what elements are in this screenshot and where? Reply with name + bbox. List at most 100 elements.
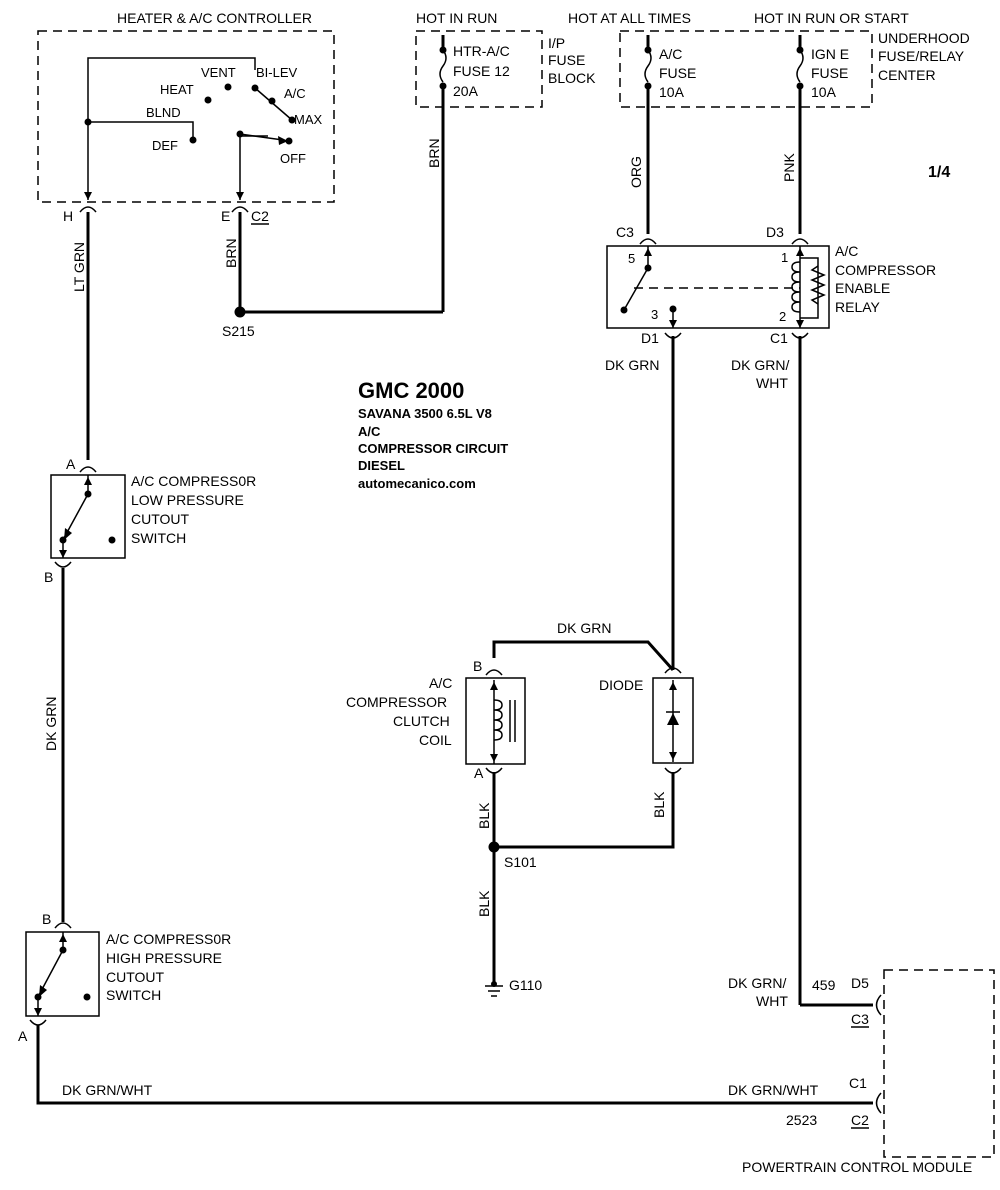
compressor-clutch-coil: B A A/C COMPRESSOR CLUTCH COIL [346, 658, 526, 781]
relay-pin-2: 2 [779, 309, 786, 324]
high-label-2: HIGH PRESSURE [106, 950, 222, 966]
ac-compressor-enable-relay: C3 D3 5 1 3 2 A/C COMPRESSOR ENABLE RELA… [606, 224, 936, 346]
fuse-ac: HOT AT ALL TIMES HOT IN RUN OR START A/C… [568, 10, 909, 234]
fuse-ign-name: IGN E [811, 46, 849, 62]
title-main: GMC 2000 [358, 378, 464, 403]
fuse-ign-amps: 10A [811, 84, 837, 100]
fuse-ign-word: FUSE [811, 65, 848, 81]
connector-c2: C2 [251, 208, 269, 224]
ip-block-1: I/P [548, 35, 565, 51]
wire-dk-grn-wht-bottom-left: DK GRN/WHT [62, 1082, 153, 1098]
relay-label-4: RELAY [835, 299, 881, 315]
coil-label-3: CLUTCH [393, 713, 450, 729]
controller-dashed-box [37, 30, 335, 203]
title-line2: COMPRESSOR CIRCUIT [358, 441, 508, 456]
wire-dk-grn-relay: DK GRN [605, 357, 659, 373]
high-label-4: SWITCH [106, 987, 161, 1003]
underhood-dashed-box [619, 30, 873, 108]
fuse-htr-name: HTR-A/C [453, 43, 510, 59]
relay-label-2: COMPRESSOR [835, 262, 936, 278]
splice-s215: S215 [222, 323, 255, 339]
pin-e: E [221, 208, 230, 224]
wire-lt-grn: LT GRN [71, 242, 87, 292]
pcm-pin-c1: C1 [849, 1075, 867, 1091]
high-label-1: A/C COMPRESS0R [106, 931, 231, 947]
mode-def: DEF [152, 138, 178, 153]
powertrain-control-module: 459 D5 C3 C1 2523 C2 POWERTRAIN CONTROL … [742, 969, 995, 1175]
pcm-conn-c3: C3 [851, 1011, 869, 1027]
pcm-pin-d5: D5 [851, 975, 869, 991]
low-pin-b: B [44, 569, 53, 585]
wire-pnk: PNK [781, 153, 797, 182]
low-label-3: CUTOUT [131, 511, 190, 527]
fuse-ac-word: FUSE [659, 65, 696, 81]
wire-blk-coil: BLK [476, 802, 492, 829]
relay-label-1: A/C [835, 243, 858, 259]
wire-dk-grn-wht-relay-1: DK GRN/ [731, 357, 789, 373]
mode-off: OFF [280, 151, 306, 166]
low-pressure-switch: A B A/C COMPRESS0R LOW PRESSURE CUTOUT S… [44, 456, 256, 585]
relay-conn-c3: C3 [616, 224, 634, 240]
splice-s101: S101 [504, 854, 537, 870]
splice-s215-dot [234, 306, 246, 318]
controller-title: HEATER & A/C CONTROLLER [117, 10, 312, 26]
fuse-ac-amps: 10A [659, 84, 685, 100]
coil-label-1: A/C [429, 675, 452, 691]
relay-conn-d3: D3 [766, 224, 784, 240]
mode-max: MAX [294, 112, 323, 127]
wire-brn-controller: BRN [223, 238, 239, 268]
underhood-2: FUSE/RELAY [878, 48, 965, 64]
relay-pin-3: 3 [651, 307, 658, 322]
high-pin-b: B [42, 911, 51, 927]
ground-g110: G110 [485, 977, 542, 997]
title-site: automecanico.com [358, 476, 476, 491]
mode-vent: VENT [201, 65, 236, 80]
mode-ac: A/C [284, 86, 306, 101]
wire-dk-grn-wht-relay-2: WHT [756, 375, 788, 391]
fuse-htr-ac: HOT IN RUN HTR-A/C FUSE 12 20A I/P FUSE … [415, 10, 596, 312]
mode-heat: HEAT [160, 82, 194, 97]
fuse-htr-amps: 20A [453, 83, 479, 99]
hot-in-run-label: HOT IN RUN [416, 10, 497, 26]
relay-pin-1: 1 [781, 250, 788, 265]
low-pin-a: A [66, 456, 76, 472]
low-label-4: SWITCH [131, 530, 186, 546]
hot-run-start-label: HOT IN RUN OR START [754, 10, 909, 26]
title-line3: DIESEL [358, 458, 405, 473]
diode-label: DIODE [599, 677, 643, 693]
heater-ac-controller: HEATER & A/C CONTROLLER VENT BI-LEV HEAT… [37, 10, 335, 225]
wire-dk-grn-wht-pcm-1: DK GRN/ [728, 975, 786, 991]
high-pressure-switch: B A A/C COMPRESS0R HIGH PRESSURE CUTOUT … [18, 911, 231, 1044]
relay-conn-c1: C1 [770, 330, 788, 346]
pin-h: H [63, 208, 73, 224]
underhood-3: CENTER [878, 67, 936, 83]
pcm-circuit-459: 459 [812, 977, 836, 993]
title-model: SAVANA 3500 6.5L V8 [358, 406, 492, 421]
wire-dk-grn-left: DK GRN [43, 697, 59, 751]
fuse-htr-num: FUSE 12 [453, 63, 510, 79]
underhood-1: UNDERHOOD [878, 30, 970, 46]
pcm-circuit-2523: 2523 [786, 1112, 817, 1128]
title-line1: A/C [358, 424, 381, 439]
relay-label-3: ENABLE [835, 280, 890, 296]
page-number: 1/4 [928, 164, 950, 181]
mode-blnd: BLND [146, 105, 181, 120]
title-block: GMC 2000 SAVANA 3500 6.5L V8 A/C COMPRES… [358, 378, 508, 491]
wire-blk-diode: BLK [651, 791, 667, 818]
coil-pin-b: B [473, 658, 482, 674]
fuse-ac-name: A/C [659, 46, 682, 62]
pcm-label: POWERTRAIN CONTROL MODULE [742, 1159, 972, 1175]
ip-block-3: BLOCK [548, 70, 596, 86]
wire-blk-ground: BLK [476, 890, 492, 917]
high-pin-a: A [18, 1028, 28, 1044]
low-label-2: LOW PRESSURE [131, 492, 244, 508]
wire-org: ORG [628, 156, 644, 188]
ip-block-2: FUSE [548, 52, 585, 68]
wire-dk-grn-mid: DK GRN [557, 620, 611, 636]
wire-dk-grn-wht-bottom-right: DK GRN/WHT [728, 1082, 819, 1098]
pcm-conn-c2: C2 [851, 1112, 869, 1128]
low-label-1: A/C COMPRESS0R [131, 473, 256, 489]
fuse-ign-e: IGN E FUSE 10A UNDERHOOD FUSE/RELAY CENT… [796, 30, 970, 234]
coil-pin-a: A [474, 765, 484, 781]
